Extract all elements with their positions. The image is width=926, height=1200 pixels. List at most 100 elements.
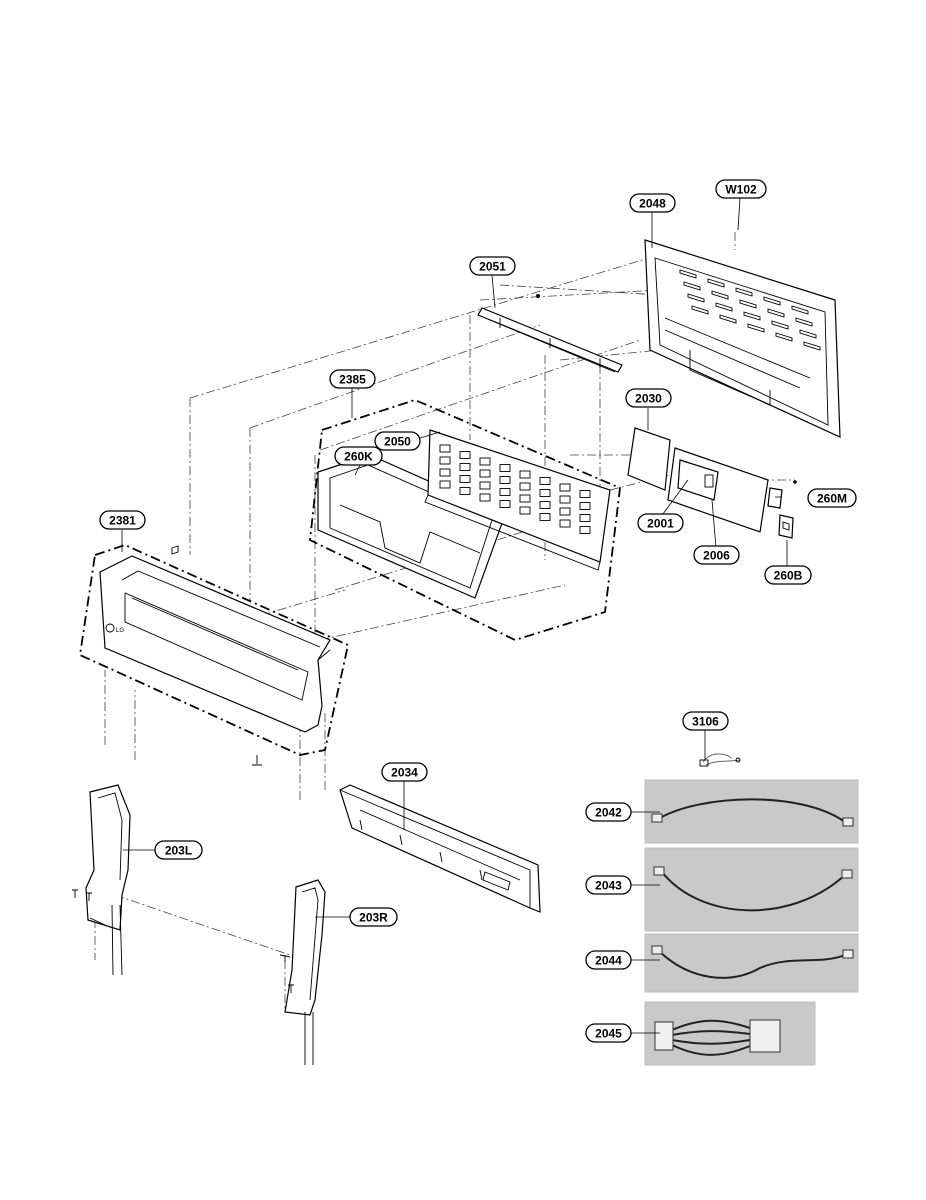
frame-cell (459, 475, 471, 483)
screw-icon (72, 889, 78, 898)
bracket-2051 (477, 294, 623, 373)
panel-logo-text: LG (116, 628, 124, 634)
frame-cell (519, 482, 531, 491)
harness-photo-2045 (644, 1001, 816, 1066)
callout-2048-text: 2048 (639, 197, 666, 211)
frame-cell (459, 451, 471, 459)
vent-slot (799, 329, 817, 339)
callout-2385-text: 2385 (339, 373, 366, 387)
vent-slot (767, 308, 785, 318)
frame-cell (579, 514, 591, 522)
vent-slot (687, 293, 705, 303)
callout-2030: 2030 (625, 388, 672, 408)
frame-cell (519, 494, 531, 503)
vent-slot (707, 278, 725, 288)
callout-2048: 2048 (629, 193, 676, 213)
frame-cell (559, 519, 571, 528)
frame-cell (579, 490, 591, 498)
frame-cell (559, 507, 571, 516)
callout-203l-text: 203L (165, 844, 192, 858)
callout-w102-text: W102 (725, 183, 757, 197)
frame-cell (579, 502, 591, 510)
callout-2381-text: 2381 (109, 514, 136, 528)
vent-slot (803, 341, 821, 351)
harness-photo-2042 (644, 779, 859, 844)
vent-slot (739, 299, 757, 309)
callout-260b: 260B (764, 565, 812, 585)
callout-2045: 2045 (585, 1023, 632, 1043)
part-260m (767, 480, 797, 509)
callout-2050-text: 2050 (384, 435, 411, 449)
callout-2001: 2001 (637, 513, 684, 533)
callout-2045-text: 2045 (595, 1027, 622, 1041)
screw-icon (86, 892, 92, 901)
screw-icon (288, 984, 294, 993)
vent-slot (735, 287, 753, 297)
screw-icon (171, 545, 179, 555)
callout-2034-text: 2034 (391, 766, 418, 780)
vent-slot (683, 281, 701, 291)
callout-2385: 2385 (329, 369, 376, 389)
callout-3106: 3106 (682, 711, 729, 731)
harness-3106 (699, 753, 741, 767)
control-panel-2381: LG (79, 544, 350, 766)
callout-w102: W102 (715, 179, 767, 199)
frame-cell (479, 457, 491, 466)
harness-photo-2043 (644, 847, 859, 932)
callout-2006-text: 2006 (703, 549, 730, 563)
frame-cell (519, 470, 531, 479)
frame-cell (559, 483, 571, 492)
assembly-group-2385-outline (309, 399, 621, 641)
callout-260k: 260K (334, 446, 383, 466)
frame-cell (559, 495, 571, 504)
vent-slot (679, 269, 697, 279)
frame-cell (479, 469, 491, 478)
callout-2042-text: 2042 (595, 806, 622, 820)
side-bracket-203l (72, 784, 131, 976)
vent-slot (771, 320, 789, 330)
vent-slot (775, 332, 793, 342)
rear-panel-2048 (644, 239, 841, 438)
callout-2044: 2044 (585, 950, 632, 970)
callout-203r-text: 203R (359, 911, 388, 925)
callout-2051: 2051 (469, 256, 516, 276)
frame-cell (439, 444, 451, 453)
frame-cell (439, 456, 451, 465)
vent-slot (791, 305, 809, 315)
vent-slot (763, 296, 781, 306)
vent-slot (719, 314, 737, 324)
callout-3106-text: 3106 (692, 715, 719, 729)
frame-cell (499, 464, 511, 472)
leader-lines (121, 197, 788, 1034)
logo-mark-icon (105, 623, 115, 633)
harness-photo-2044 (644, 933, 859, 993)
vent-slot (747, 323, 765, 333)
side-bracket-203r (279, 879, 326, 1065)
vent-slot (715, 302, 733, 312)
frame-cell (439, 468, 451, 477)
callout-260m: 260M (807, 488, 857, 508)
callout-203l: 203L (154, 840, 203, 860)
vent-slot (795, 317, 813, 327)
callout-2042: 2042 (585, 802, 632, 822)
screw-icon (536, 294, 540, 298)
callout-2043-text: 2043 (595, 879, 622, 893)
screw-icon (279, 954, 291, 962)
vent-slot (691, 305, 709, 315)
screw-icon (252, 755, 262, 766)
rail-2034 (339, 784, 541, 913)
frame-cell (479, 493, 491, 502)
callout-260m-text: 260M (817, 492, 847, 506)
callout-260k-text: 260K (344, 450, 373, 464)
callout-260b-text: 260B (774, 569, 803, 583)
callout-2051-text: 2051 (479, 260, 506, 274)
frame-cell (499, 488, 511, 496)
frame-cell (459, 487, 471, 495)
frame-cell (499, 476, 511, 484)
control-frame-2050 (424, 429, 611, 571)
vent-slot (743, 311, 761, 321)
pcb-2006 (667, 447, 769, 533)
frame-cell (439, 480, 451, 489)
frame-cell (539, 501, 551, 509)
